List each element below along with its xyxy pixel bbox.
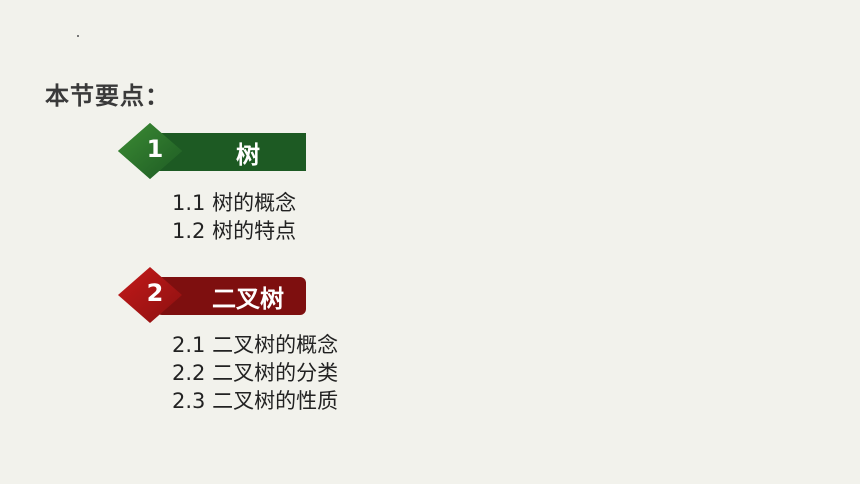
- list-item: 2.3 二叉树的性质: [172, 389, 339, 413]
- banner-shape-1: [118, 123, 306, 179]
- section-title-1: 树: [236, 141, 260, 169]
- section-number-2: 2: [146, 279, 164, 307]
- section-2-items: 2.1 二叉树的概念 2.2 二叉树的分类 2.3 二叉树的性质: [172, 331, 338, 415]
- page-title: 本节要点：: [45, 82, 170, 110]
- list-item: 2.1 二叉树的概念: [172, 333, 339, 357]
- section-number-1: 1: [146, 135, 164, 163]
- section-banner-2: 2 二叉树: [118, 267, 310, 323]
- section-1-items: 1.1 树的概念 1.2 树的特点: [172, 189, 296, 245]
- section-banner-1: 1 树: [118, 123, 310, 179]
- list-item: 1.2 树的特点: [172, 219, 297, 243]
- list-item: 1.1 树的概念: [172, 191, 297, 215]
- list-item: 2.2 二叉树的分类: [172, 361, 339, 385]
- banner-shape-2: [118, 267, 306, 323]
- decorative-dot: [77, 35, 79, 37]
- section-title-2: 二叉树: [212, 285, 284, 313]
